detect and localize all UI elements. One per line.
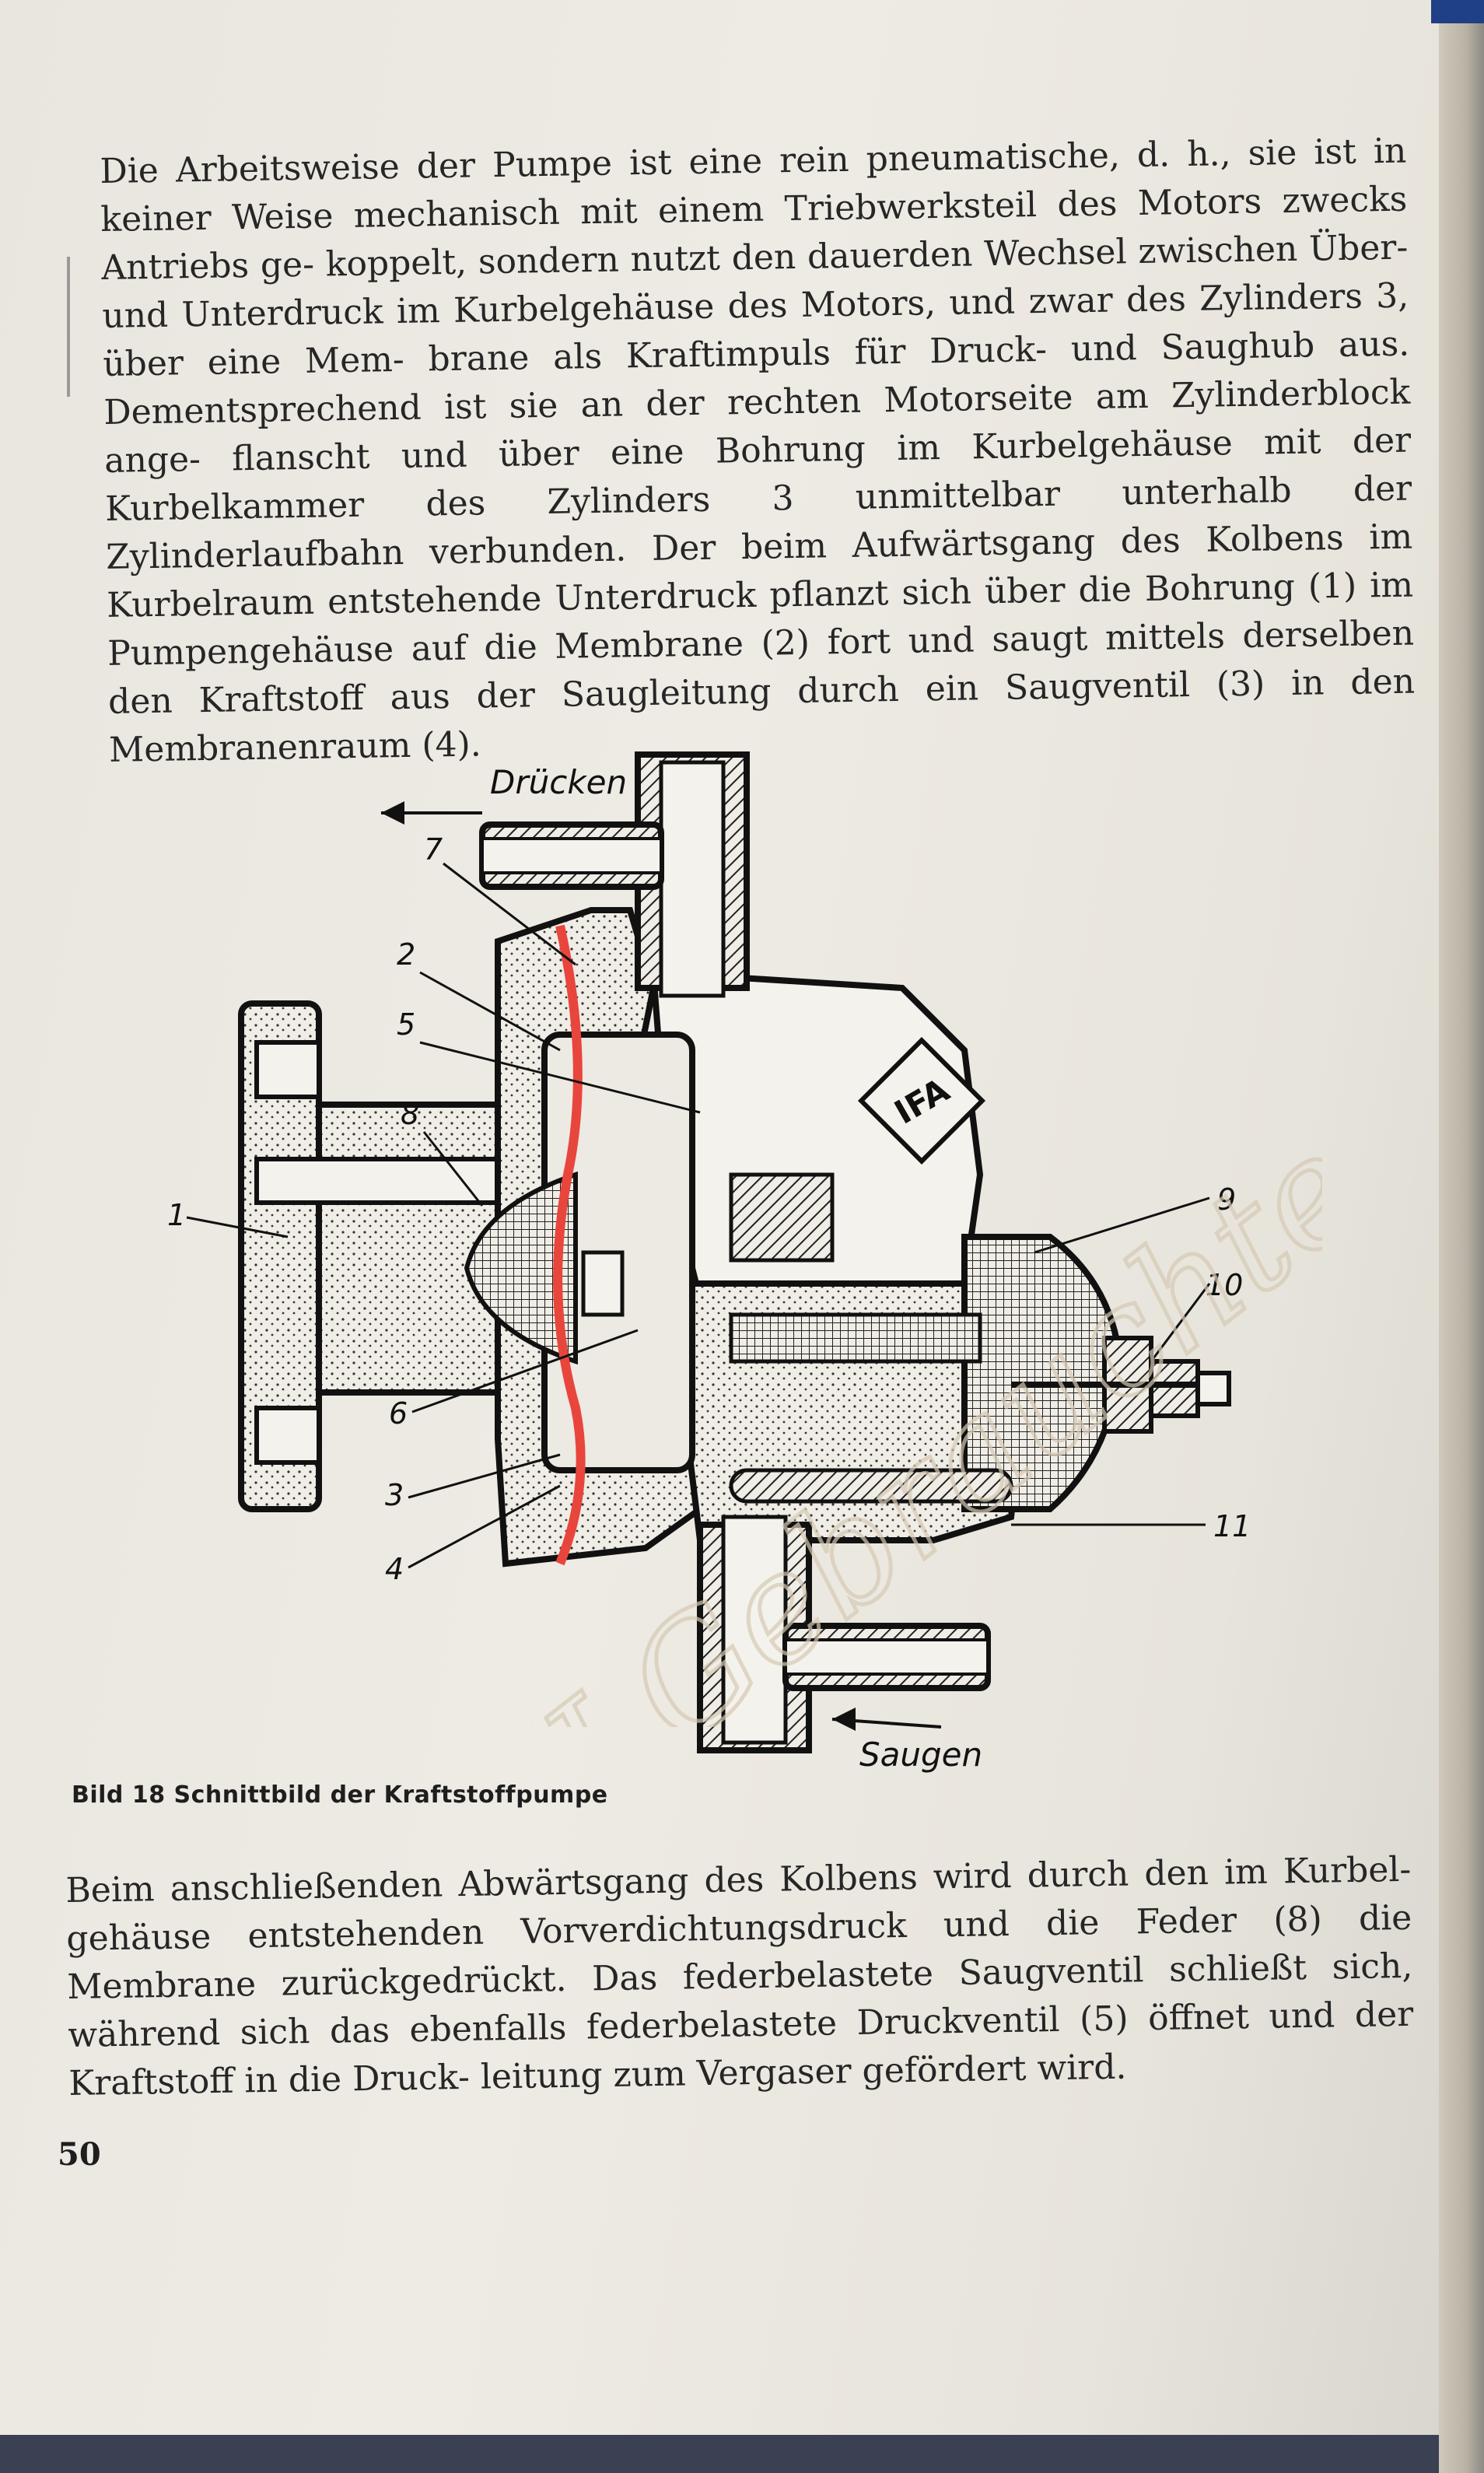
flow-arrow-saugen: Saugen <box>831 1708 982 1774</box>
label-saugen: Saugen <box>859 1736 982 1774</box>
figure-caption: Bild 18 Schnittbild der Kraftstoffpumpe <box>72 1781 608 1809</box>
callout-2: 2 <box>397 937 561 1052</box>
outlet-connection <box>479 751 750 998</box>
callout-1: 1 <box>167 1198 289 1238</box>
svg-text:1: 1 <box>167 1198 186 1232</box>
ifa-logo: IFA <box>857 1036 986 1165</box>
callout-labels: 7 2 5 8 1 6 3 4 9 10 11 <box>167 832 1251 1586</box>
paragraph-pump-operation: Die Arbeitsweise der Pumpe ist eine rein… <box>100 131 1416 770</box>
svg-text:9: 9 <box>1217 1182 1236 1217</box>
callout-8: 8 <box>401 1097 484 1207</box>
membrane-red <box>553 924 586 1566</box>
valve-assembly <box>464 1171 1013 1504</box>
fuel-pump-diagram: IFA Drücken Saugen 7 2 5 8 1 <box>167 751 1251 1774</box>
callout-7: 7 <box>424 832 576 966</box>
paragraph-downstroke: Beim anschließenden Abwärtsgang des Kolb… <box>65 1849 1414 2103</box>
filter-dome <box>961 1234 1231 1512</box>
fuel-pump-cross-section-figure: IFA Drücken Saugen 7 2 5 8 1 <box>156 739 1291 1774</box>
callout-6: 6 <box>389 1329 639 1431</box>
svg-text:10: 10 <box>1206 1268 1243 1302</box>
mounting-flange <box>238 1000 508 1512</box>
svg-text:6: 6 <box>389 1396 408 1431</box>
flow-arrow-druecken: Drücken <box>381 763 627 825</box>
inlet-connection <box>697 1515 991 1753</box>
margin-mark <box>67 257 78 397</box>
svg-text:8: 8 <box>401 1097 419 1131</box>
svg-text:7: 7 <box>424 832 443 867</box>
svg-text:3: 3 <box>385 1478 404 1512</box>
background-surface <box>0 2435 1439 2473</box>
callout-5: 5 <box>397 1007 701 1114</box>
label-druecken: Drücken <box>490 763 627 801</box>
svg-text:11: 11 <box>1213 1509 1251 1543</box>
book-edge <box>1439 0 1484 2473</box>
svg-text:2: 2 <box>397 937 415 972</box>
page-number: 50 <box>58 2136 101 2173</box>
svg-text:4: 4 <box>385 1552 404 1586</box>
svg-text:5: 5 <box>397 1007 415 1042</box>
callout-11: 11 <box>1011 1509 1251 1543</box>
callout-10: 10 <box>1150 1268 1243 1362</box>
background-cover <box>1431 0 1484 23</box>
callout-4: 4 <box>385 1484 561 1586</box>
callout-9: 9 <box>1034 1182 1236 1254</box>
callout-3: 3 <box>385 1453 561 1512</box>
